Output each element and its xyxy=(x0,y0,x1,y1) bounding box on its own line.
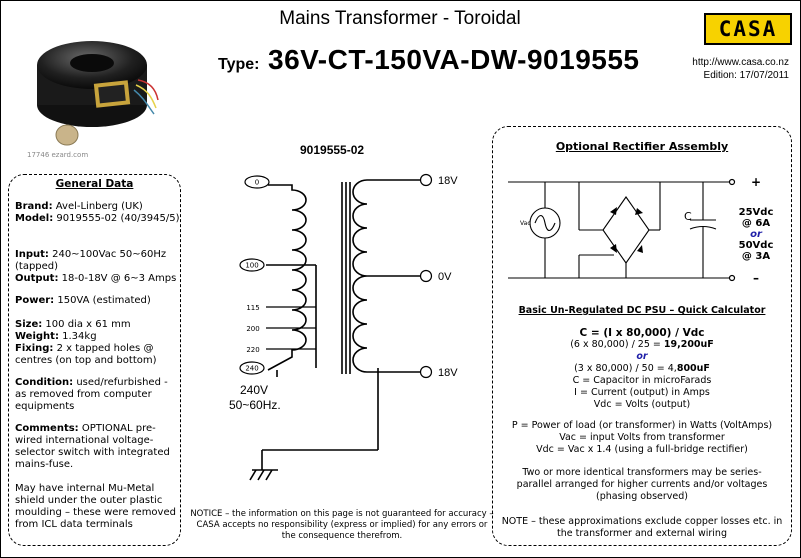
vac-label: Vac xyxy=(520,220,531,227)
input-value: 240~100Vac 50~60Hz (tapped) xyxy=(15,249,167,272)
tap-100-label: 100 xyxy=(245,262,258,270)
power-value: 150VA (estimated) xyxy=(57,295,151,306)
example-1-expr: (6 x 80,000) / 25 = xyxy=(570,339,664,350)
general-data-title: General Data xyxy=(55,178,134,190)
out-18v-bottom-terminal xyxy=(419,365,433,379)
calculator-or: or xyxy=(636,351,648,362)
primary-coil xyxy=(267,184,307,371)
fixing-line: Fixing: 2 x tapped holes @ centres (on t… xyxy=(15,343,180,367)
weight-line: Weight: 1.34kg xyxy=(15,331,180,343)
negative-terminal: – xyxy=(753,271,759,285)
input-line: Input: 240~100Vac 50~60Hz (tapped) xyxy=(15,249,180,273)
rectifier-schematic: + – Vac C 25Vdc @ 6A or 50Vdc @ 3A xyxy=(508,175,774,285)
condition-label: Condition: xyxy=(15,377,74,388)
output-line: Output: 18-0-18V @ 6~3 Amps xyxy=(15,273,180,285)
out-18v-bottom-label: 18V xyxy=(438,367,458,379)
input-voltage-label: 240V xyxy=(240,383,268,397)
example-1: (6 x 80,000) / 25 = 19,200uF xyxy=(495,339,789,351)
weight-value: 1.34kg xyxy=(62,331,97,342)
definition-p: P = Power of load (or transformer) in Wa… xyxy=(511,420,773,431)
spec-25vdc: 25Vdc xyxy=(739,207,774,218)
tap-100-terminal xyxy=(239,258,265,272)
rectifier-title: Optional Rectifier Assembly xyxy=(555,140,729,153)
definition-i: I = Current (output) in Amps xyxy=(574,387,710,398)
website-url[interactable]: http://www.casa.co.nz xyxy=(692,57,789,68)
casa-logo: CASA xyxy=(704,13,792,45)
comments-label: Comments: xyxy=(15,423,79,434)
transformer-schematic: 0 100 115 200 220 240 18V 0V 18V 240V 50… xyxy=(229,173,458,481)
notice-text: NOTICE – the information on this page is… xyxy=(190,509,494,541)
out-0v-terminal xyxy=(419,269,433,283)
input-frequency-label: 50~60Hz. xyxy=(229,398,281,412)
transformer-photo xyxy=(37,41,159,146)
brand-line: Brand: Avel-Linberg (UK) xyxy=(15,201,180,213)
spec-3a: @ 3A xyxy=(742,251,770,262)
capacitor-label: C xyxy=(684,210,692,223)
definition-vac: Vac = input Volts from transformer xyxy=(559,432,725,443)
size-line: Size: 100 dia x 61 mm xyxy=(15,319,180,331)
output-label: Output: xyxy=(15,273,59,284)
part-number: 9019555-02 xyxy=(300,143,365,157)
tap-220-label: 220 xyxy=(246,346,259,354)
model-line: Model: 9019555-02 (40/3945/5) xyxy=(15,213,180,225)
tap-0-terminal xyxy=(244,175,270,189)
size-label: Size: xyxy=(15,319,43,330)
brand-value: Avel-Linberg (UK) xyxy=(55,201,143,212)
capacitor-formula: C = (I x 80,000) / Vdc xyxy=(579,327,705,339)
edition-date: Edition: 17/07/2011 xyxy=(703,70,789,81)
positive-terminal: + xyxy=(751,175,761,189)
series-parallel-note: Two or more identical transformers may b… xyxy=(516,467,768,502)
model-value: 9019555-02 (40/3945/5) xyxy=(56,213,180,224)
condition-line: Condition: used/refurbished - as removed… xyxy=(15,377,180,413)
shield-note: May have internal Mu-Metal shield under … xyxy=(15,483,176,530)
weight-label: Weight: xyxy=(15,331,59,342)
example-2-expr: (3 x 80,000) / 50 = 4, xyxy=(574,363,677,374)
comments-line: Comments: OPTIONAL pre-wired internation… xyxy=(15,423,180,471)
tap-115-label: 115 xyxy=(246,304,259,312)
approximation-note: NOTE – these approximations exclude copp… xyxy=(501,516,783,539)
output-value: 18-0-18V @ 6~3 Amps xyxy=(61,273,177,284)
out-18v-top-terminal xyxy=(419,173,433,187)
calculator-title: Basic Un-Regulated DC PSU – Quick Calcul… xyxy=(518,305,766,316)
out-18v-top-label: 18V xyxy=(438,175,458,187)
tap-240-label: 240 xyxy=(245,365,258,373)
power-label: Power: xyxy=(15,295,55,306)
fixing-label: Fixing: xyxy=(15,343,54,354)
rectifier-box xyxy=(492,126,792,546)
tap-240-terminal xyxy=(239,361,265,375)
size-value: 100 dia x 61 mm xyxy=(45,319,131,330)
example-1-result: 19,200uF xyxy=(663,339,714,350)
tap-200-label: 200 xyxy=(246,325,259,333)
general-data-box xyxy=(8,174,181,546)
photo-watermark: 17746 ezard.com xyxy=(27,151,89,159)
definition-vdc: Vdc = Volts (output) xyxy=(593,399,691,410)
out-0v-label: 0V xyxy=(438,271,452,283)
page-title: Mains Transformer - Toroidal xyxy=(279,8,521,29)
spec-50vdc: 50Vdc xyxy=(739,240,774,251)
model-label: Model: xyxy=(15,213,54,224)
condition-value: used/refurbished - as removed from compu… xyxy=(15,377,168,412)
comments-value: OPTIONAL pre-wired international voltage… xyxy=(15,423,170,470)
fixing-value: 2 x tapped holes @ centres (on top and b… xyxy=(15,343,157,366)
tap-0-label: 0 xyxy=(255,179,259,187)
definition-vdc-rectifier: Vdc = Vac x 1.4 (using a full-bridge rec… xyxy=(536,444,748,455)
type-label: Type: xyxy=(218,56,260,73)
spec-6a: @ 6A xyxy=(742,218,770,229)
brand-label: Brand: xyxy=(15,201,53,212)
spec-or: or xyxy=(750,229,763,240)
example-2: (3 x 80,000) / 50 = 4,800uF xyxy=(495,363,789,375)
power-line: Power: 150VA (estimated) xyxy=(15,295,180,307)
definition-c: C = Capacitor in microFarads xyxy=(572,375,712,386)
example-2-result: 800uF xyxy=(676,363,710,374)
logo-text: CASA xyxy=(718,17,778,41)
input-label: Input: xyxy=(15,249,49,260)
type-value: 36V-CT-150VA-DW-9019555 xyxy=(268,44,640,75)
